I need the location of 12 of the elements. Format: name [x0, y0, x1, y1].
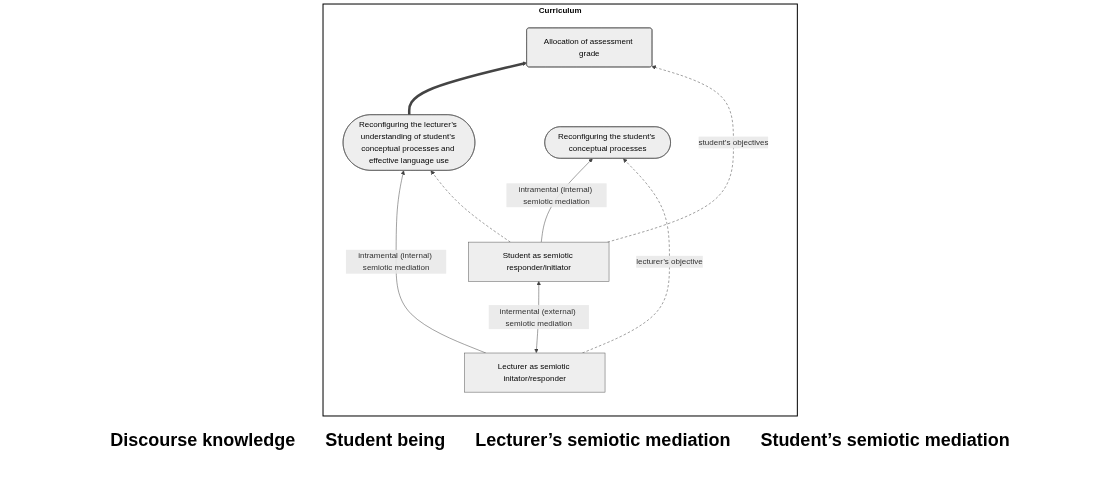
region-label: Student being: [325, 430, 446, 451]
arrow: [407, 61, 527, 115]
edge-label: intramental (internal) semiotic mediation: [518, 184, 593, 206]
edge-label: intramental (internal) semiotic mediation: [357, 251, 432, 272]
node-box: Lecturer as semiotic initator/responder: [464, 352, 606, 393]
region-label: Discourse knowledge: [110, 430, 296, 451]
node-box: Student as semiotic responder/initiator: [468, 241, 610, 282]
edge-label: intermental (external) semiotic mediation: [499, 306, 576, 328]
region-label: Lecturer’s semiotic mediation: [475, 430, 731, 451]
region-label: Student’s semiotic mediation: [760, 430, 1010, 451]
edge-label: lecturer’s objective: [635, 257, 703, 266]
edge-label: student’s objectives: [698, 137, 769, 147]
